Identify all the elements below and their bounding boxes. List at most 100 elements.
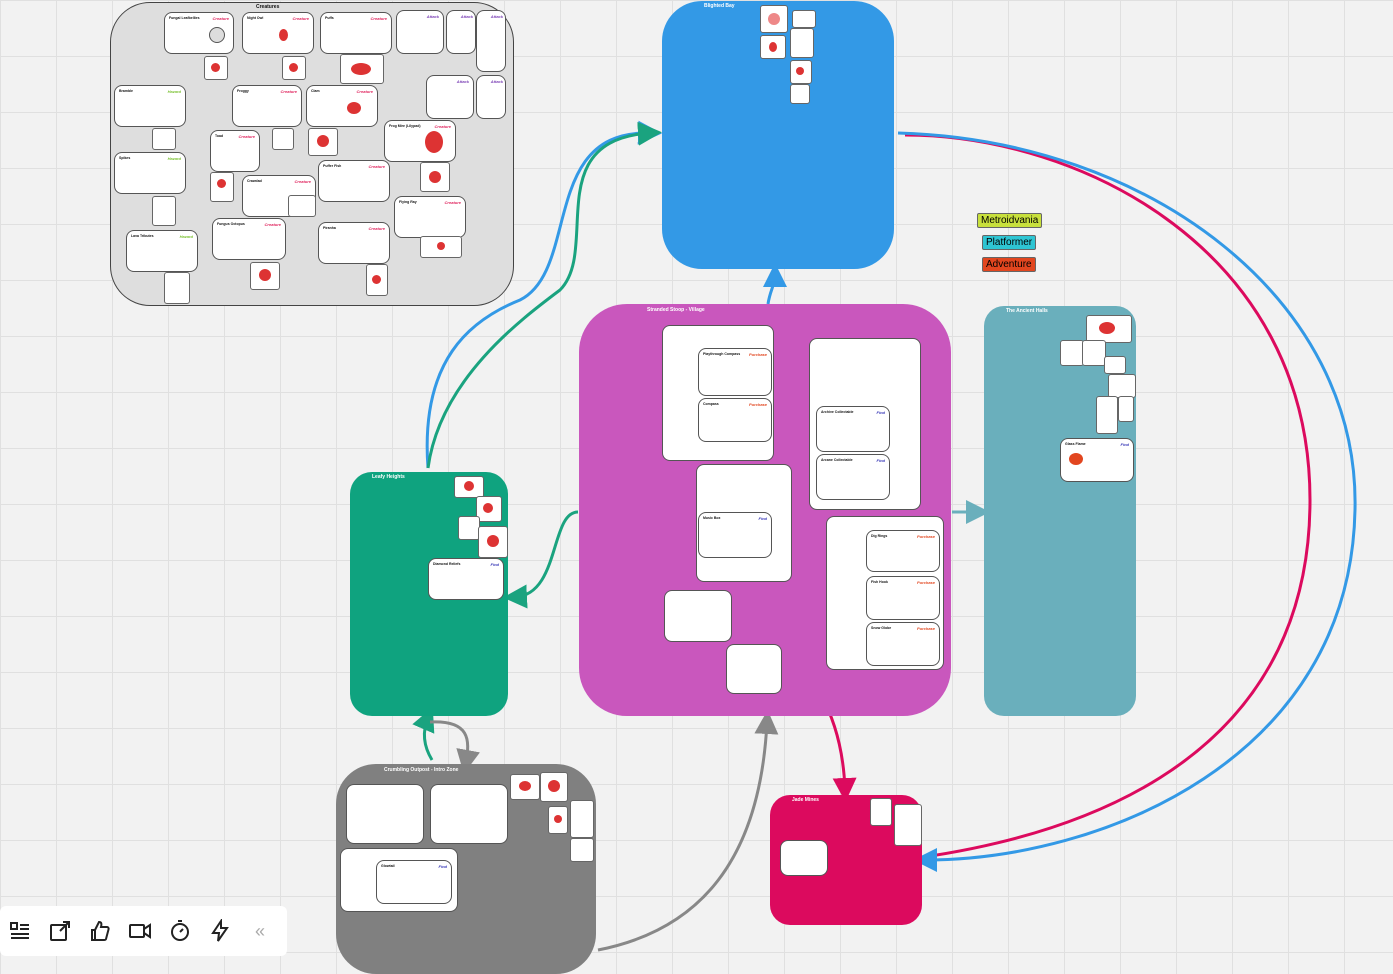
attack-tag: Attack	[456, 79, 469, 84]
creature-thumbnail[interactable]	[250, 262, 280, 290]
find-card-playthrough-compass[interactable]: Playthrough Compass Purchase	[698, 348, 772, 396]
attack-card-3[interactable]: Attack	[476, 10, 506, 72]
creature-card-clam[interactable]: Clam Creature	[306, 85, 378, 127]
ancient-thumbnail[interactable]	[1108, 374, 1136, 398]
creature-tag: Creature	[370, 16, 387, 21]
creature-thumbnail[interactable]	[308, 128, 338, 156]
lightning-icon[interactable]	[200, 911, 240, 951]
creature-card-puffs[interactable]: Puffs Creature	[320, 12, 392, 54]
video-icon[interactable]	[120, 911, 160, 951]
hazard-card-bramble[interactable]: Bramble Hazard	[114, 85, 186, 127]
creature-tag: Creature	[238, 134, 255, 139]
creature-thumbnail[interactable]	[164, 272, 190, 304]
outpost-note-card[interactable]	[346, 784, 424, 844]
ancient-thumbnail[interactable]	[1060, 340, 1084, 366]
attack-card-1[interactable]: Attack	[396, 10, 444, 54]
attack-card-5[interactable]: Attack	[476, 75, 506, 119]
outpost-thumbnail[interactable]	[540, 772, 568, 802]
attack-card-2[interactable]: Attack	[446, 10, 476, 54]
find-card-archive-collectable[interactable]: Archive Collectable Find	[816, 406, 890, 452]
purchase-card-dig-rings[interactable]: Dig Rings Purchase	[866, 530, 940, 572]
legend-adventure[interactable]: Adventure	[982, 257, 1036, 272]
purchase-card-fish-hook[interactable]: Fish Hook Purchase	[866, 576, 940, 620]
creature-card-toad[interactable]: Toad Creature	[210, 130, 260, 172]
hazard-tag: Hazard	[179, 234, 193, 239]
attack-tag: Attack	[490, 79, 503, 84]
blighted-bay-title: Blighted Bay	[704, 3, 735, 9]
blighted-thumbnail[interactable]	[790, 60, 812, 84]
blighted-thumbnail[interactable]	[790, 84, 810, 104]
creature-thumbnail[interactable]	[340, 54, 384, 84]
creature-thumbnail[interactable]	[204, 56, 228, 80]
leafy-thumbnail[interactable]	[478, 526, 508, 558]
creature-thumbnail[interactable]	[420, 236, 462, 258]
find-card-arcane-collectable[interactable]: Arcane Collectable Find	[816, 454, 890, 500]
thumbs-up-icon[interactable]	[80, 911, 120, 951]
creature-card-fungus-octopus[interactable]: Fungus Octopus Creature	[212, 218, 286, 260]
creature-card-night-owl[interactable]: Night Owl Creature	[242, 12, 314, 54]
ancient-thumbnail[interactable]	[1086, 315, 1132, 343]
creature-sketch-icon	[211, 63, 220, 72]
creature-tag: Creature	[264, 222, 281, 227]
share-icon[interactable]	[40, 911, 80, 951]
hazard-card-lava-tributes[interactable]: Lava Tributes Hazard	[126, 230, 198, 272]
blighted-thumbnail[interactable]	[790, 28, 814, 58]
creature-thumbnail[interactable]	[152, 196, 176, 226]
outpost-thumbnail[interactable]	[570, 800, 594, 838]
village-note-card-2[interactable]	[726, 644, 782, 694]
creature-thumbnail[interactable]	[152, 128, 176, 150]
jade-thumbnail[interactable]	[870, 798, 892, 826]
outpost-thumbnail[interactable]	[510, 774, 540, 800]
creature-thumbnail[interactable]	[282, 56, 306, 80]
purchase-tag: Purchase	[916, 580, 935, 585]
creature-card-fungal-leafbellies[interactable]: Fungal Leafbellies Creature	[164, 12, 234, 54]
purchase-tag: Purchase	[748, 352, 767, 357]
village-note-card[interactable]	[664, 590, 732, 642]
creature-card-frog-mire[interactable]: Frog Mire (Lilypad) Creature	[384, 120, 456, 162]
jade-mines-title: Jade Mines	[792, 797, 819, 803]
creature-thumbnail[interactable]	[272, 128, 294, 150]
creature-thumbnail[interactable]	[210, 172, 234, 202]
hazard-card-spikes[interactable]: Spikes Hazard	[114, 152, 186, 194]
leafy-thumbnail[interactable]	[458, 516, 480, 540]
legend-metroidvania[interactable]: Metroidvania	[977, 213, 1043, 228]
creature-card-piranha[interactable]: Piranha Creature	[318, 222, 390, 264]
legend-platformer[interactable]: Platformer	[982, 235, 1037, 250]
creature-tag: Creature	[212, 16, 229, 21]
leafy-thumbnail[interactable]	[476, 496, 502, 522]
creature-card-name: Clam	[311, 89, 320, 93]
creature-thumbnail[interactable]	[420, 162, 450, 192]
outpost-thumbnail[interactable]	[570, 838, 594, 862]
timer-icon[interactable]	[160, 911, 200, 951]
find-card-glowtail[interactable]: Glowtail Find	[376, 860, 452, 904]
blighted-thumbnail[interactable]	[792, 10, 816, 28]
creature-tag: Creature	[368, 226, 385, 231]
find-card-music-box[interactable]: Music Box Find	[698, 512, 772, 558]
leafy-thumbnail[interactable]	[454, 476, 484, 498]
creature-card-puffer-fish[interactable]: Puffer Fish Creature	[318, 160, 390, 202]
find-card-diamond-reliefs[interactable]: Diamond Reliefs Find	[428, 558, 504, 600]
item-card-name: Fish Hook	[871, 580, 888, 584]
jade-note-card[interactable]	[780, 840, 828, 876]
collapse-toolbar-icon[interactable]: «	[240, 911, 280, 951]
item-card-name: Archive Collectable	[821, 410, 854, 414]
template-list-icon[interactable]	[0, 911, 40, 951]
outpost-note-card-2[interactable]	[430, 784, 508, 844]
blighted-thumbnail[interactable]	[760, 5, 788, 33]
attack-card-4[interactable]: Attack	[426, 75, 474, 119]
creature-card-froggy[interactable]: Froggy Creature	[232, 85, 302, 127]
ancient-thumbnail[interactable]	[1096, 396, 1118, 434]
find-card-compass[interactable]: Compass Purchase	[698, 398, 772, 442]
purchase-card-snow-globe[interactable]: Snow Globe Purchase	[866, 622, 940, 666]
ancient-thumbnail[interactable]	[1082, 340, 1106, 366]
ancient-thumbnail[interactable]	[1118, 396, 1134, 422]
outpost-thumbnail[interactable]	[548, 806, 568, 834]
jade-thumbnail[interactable]	[894, 804, 922, 846]
blighted-thumbnail[interactable]	[760, 35, 786, 59]
creature-tag: Creature	[434, 124, 451, 129]
creature-thumbnail[interactable]	[288, 195, 316, 217]
ancient-thumbnail[interactable]	[1104, 356, 1126, 374]
creature-card-flying-ray[interactable]: Flying Ray Creature	[394, 196, 466, 238]
find-card-glass-flame[interactable]: Glass Flame Find	[1060, 438, 1134, 482]
creature-thumbnail[interactable]	[366, 264, 388, 296]
